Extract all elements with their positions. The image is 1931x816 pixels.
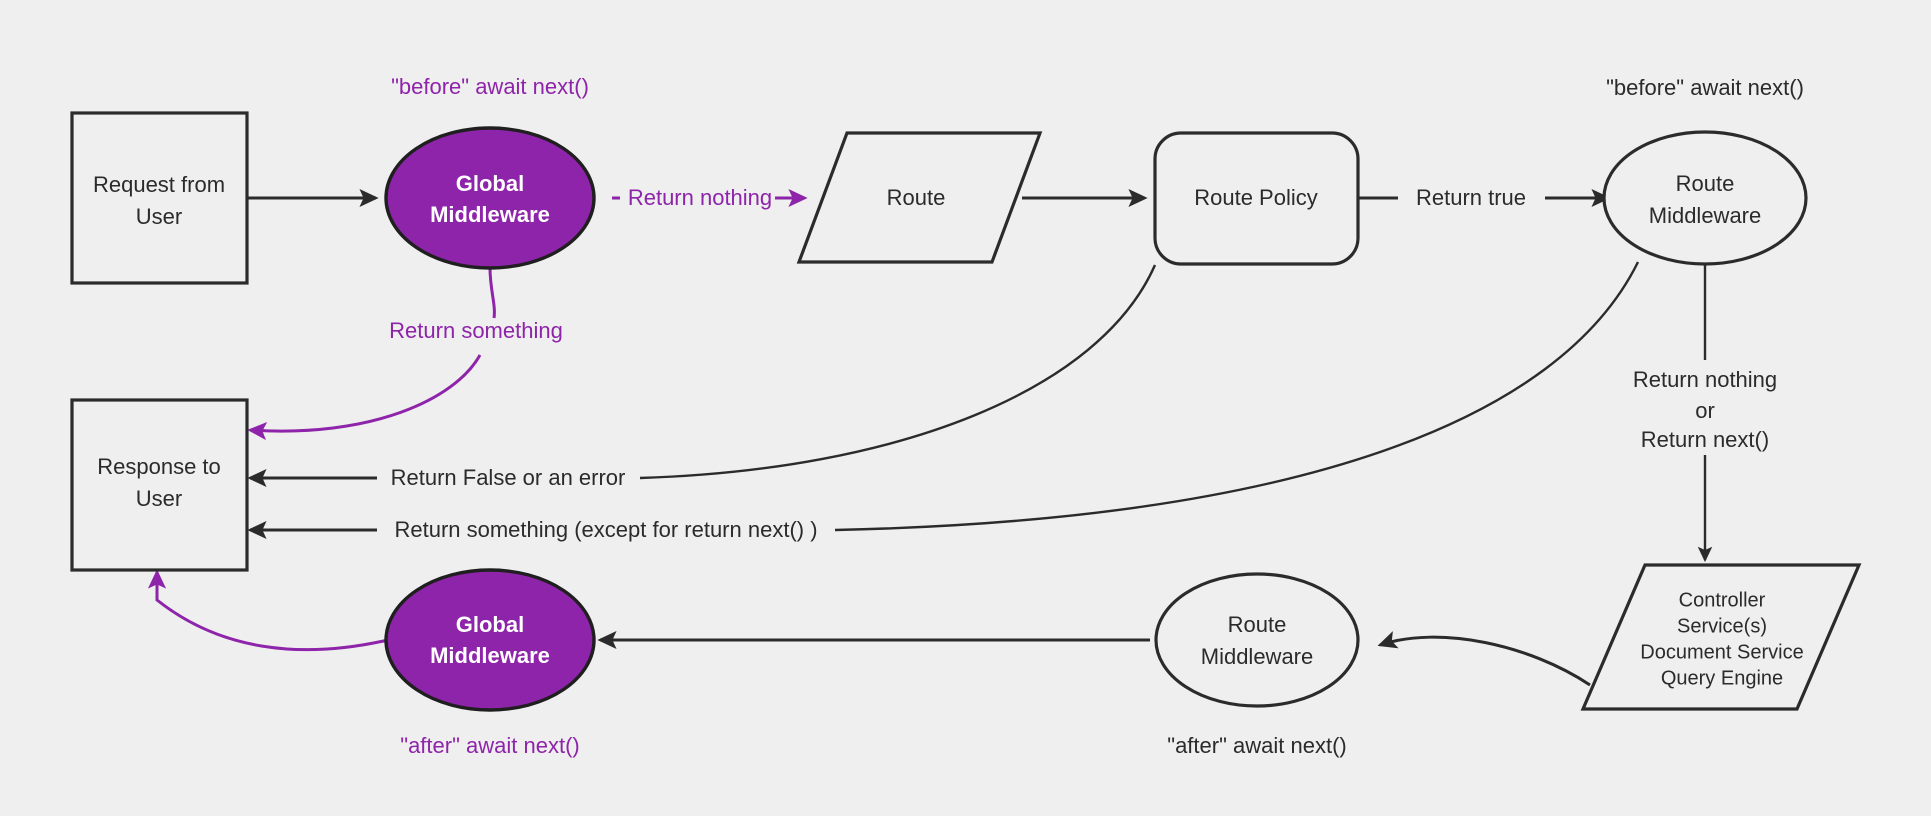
edge-label-return-false-or-error: Return False or an error <box>391 465 626 490</box>
node-route-middleware-bottom[interactable] <box>1154 572 1360 708</box>
node-controller-stack-label-line4: Query Engine <box>1661 667 1783 689</box>
node-route-policy-label: Route Policy <box>1194 185 1318 210</box>
edge-label-return-nothing-or-next-line1: Return nothing <box>1633 367 1777 392</box>
edge-global-middleware-bottom-to-response <box>147 569 389 652</box>
node-global-middleware-bottom[interactable] <box>384 568 596 712</box>
node-request-from-user[interactable] <box>70 111 249 285</box>
node-route-middleware-bottom-label-line1: Route <box>1228 612 1287 637</box>
node-route-middleware-top[interactable] <box>1602 130 1808 266</box>
node-route-label: Route <box>887 185 946 210</box>
edge-label-return-something-except-next: Return something (except for return next… <box>394 517 817 542</box>
node-route-policy[interactable] <box>1153 131 1360 266</box>
node-controller-stack-label-line2: Service(s) <box>1677 615 1767 637</box>
edge-label-return-nothing-or-next-line2: or <box>1695 398 1715 423</box>
edge-route-middleware-return-something <box>834 261 1640 532</box>
node-response-to-user[interactable] <box>70 398 249 572</box>
node-global-middleware-bottom-label-line2: Middleware <box>430 643 550 668</box>
annotation-global-before: "before" await next() <box>391 74 589 99</box>
annotation-route-middleware-after: "after" await next() <box>1167 733 1346 758</box>
node-controller-stack-label-line1: Controller <box>1679 589 1766 611</box>
node-controller-stack-label-line3: Document Service <box>1640 641 1803 663</box>
annotation-route-middleware-before: "before" await next() <box>1606 75 1804 100</box>
annotation-global-after: "after" await next() <box>400 733 579 758</box>
node-global-middleware-top-label-line2: Middleware <box>430 202 550 227</box>
edge-global-middleware-return-something-tail <box>247 354 482 441</box>
edge-label-return-nothing: Return nothing <box>628 185 772 210</box>
edge-controller-to-route-middleware-bottom <box>1377 631 1591 687</box>
node-route-middleware-bottom-label-line2: Middleware <box>1201 644 1314 669</box>
node-controller-stack[interactable] <box>1580 563 1862 711</box>
node-request-from-user-label-line1: Request from <box>93 172 225 197</box>
node-route-middleware-top-label-line1: Route <box>1676 171 1735 196</box>
node-request-from-user-label-line2: User <box>136 204 182 229</box>
node-response-to-user-label-line2: User <box>136 486 182 511</box>
node-response-to-user-label-line1: Response to <box>97 454 221 479</box>
edge-label-return-something: Return something <box>389 318 563 343</box>
edge-label-return-true: Return true <box>1416 185 1526 210</box>
edge-label-return-nothing-or-next-line3: Return next() <box>1641 427 1769 452</box>
node-global-middleware-top-label-line1: Global <box>456 171 524 196</box>
edge-route-policy-return-false <box>639 264 1157 480</box>
node-route-middleware-top-label-line2: Middleware <box>1649 203 1762 228</box>
node-global-middleware-bottom-label-line1: Global <box>456 612 524 637</box>
node-route[interactable] <box>796 131 1043 264</box>
edge-global-middleware-return-something <box>488 267 496 319</box>
node-global-middleware-top[interactable] <box>384 126 596 270</box>
